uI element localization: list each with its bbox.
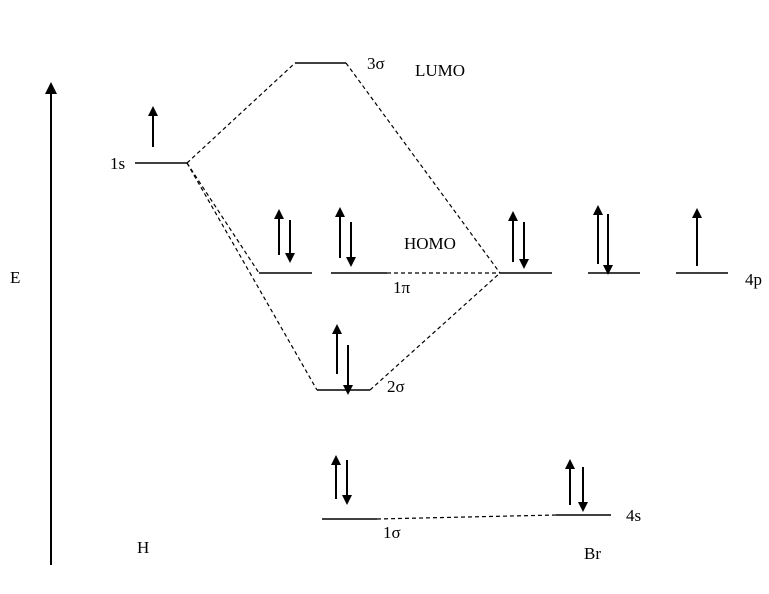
- homo-label: HOMO: [404, 234, 456, 253]
- h-atom-label: H: [137, 538, 149, 557]
- sigma1-electrons: [331, 455, 352, 505]
- lumo-label: LUMO: [415, 61, 465, 80]
- sigma2-electrons: [332, 324, 353, 395]
- correlation-lines: [186, 62, 557, 520]
- sigma2-label: 2σ: [387, 377, 405, 396]
- energy-axis-label: E: [10, 268, 20, 287]
- sigma3-label: 3σ: [367, 54, 385, 73]
- pi1-b-electrons: [335, 207, 356, 267]
- br-4p-a-electrons: [508, 211, 529, 269]
- pi1-a-electrons: [274, 209, 295, 263]
- h-1s-label: 1s: [110, 154, 125, 173]
- pi1-label: 1π: [393, 278, 411, 297]
- br-atom-label: Br: [584, 544, 601, 563]
- sigma1-label: 1σ: [383, 523, 401, 542]
- br-4p-b-electrons: [593, 205, 613, 275]
- br-4s-electrons: [565, 459, 588, 512]
- br-4p-label: 4p: [745, 270, 762, 289]
- br-4s-label: 4s: [626, 506, 641, 525]
